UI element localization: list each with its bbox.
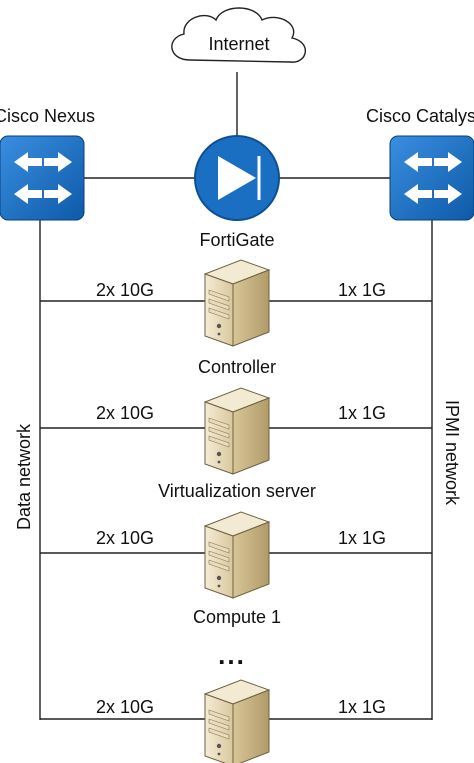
- row1-left-speed: 2x 10G: [96, 280, 154, 300]
- row4-right-speed: 1x 1G: [338, 697, 386, 717]
- row3-left-speed: 2x 10G: [96, 528, 154, 548]
- cisco-catalyst-label: Cisco Catalyst: [366, 106, 474, 126]
- internet-label: Internet: [208, 34, 269, 54]
- server-icon-controller: [203, 259, 271, 347]
- ellipsis-label: ...: [218, 640, 246, 670]
- server-icon-compute-n: [203, 679, 271, 763]
- server-label-virtualization: Virtualization server: [158, 481, 316, 501]
- row1-right-speed: 1x 1G: [338, 280, 386, 300]
- internet-cloud-icon: [171, 7, 306, 63]
- row2-left-speed: 2x 10G: [96, 403, 154, 423]
- ipmi-network-label: IPMI network: [442, 400, 462, 506]
- row4-left-speed: 2x 10G: [96, 697, 154, 717]
- row3-right-speed: 1x 1G: [338, 528, 386, 548]
- row2-right-speed: 1x 1G: [338, 403, 386, 423]
- server-label-controller: Controller: [198, 357, 276, 377]
- cisco-nexus-label: Cisco Nexus: [0, 106, 95, 126]
- fortigate-firewall-icon: [194, 135, 280, 221]
- server-icon-virtualization: [203, 387, 271, 475]
- fortigate-label: FortiGate: [199, 230, 274, 250]
- cisco-nexus-switch-icon: [0, 135, 85, 221]
- server-icon-compute1: [203, 511, 271, 599]
- cisco-catalyst-switch-icon: [389, 135, 474, 221]
- data-network-label: Data network: [14, 423, 34, 530]
- server-label-compute1: Compute 1: [193, 607, 281, 627]
